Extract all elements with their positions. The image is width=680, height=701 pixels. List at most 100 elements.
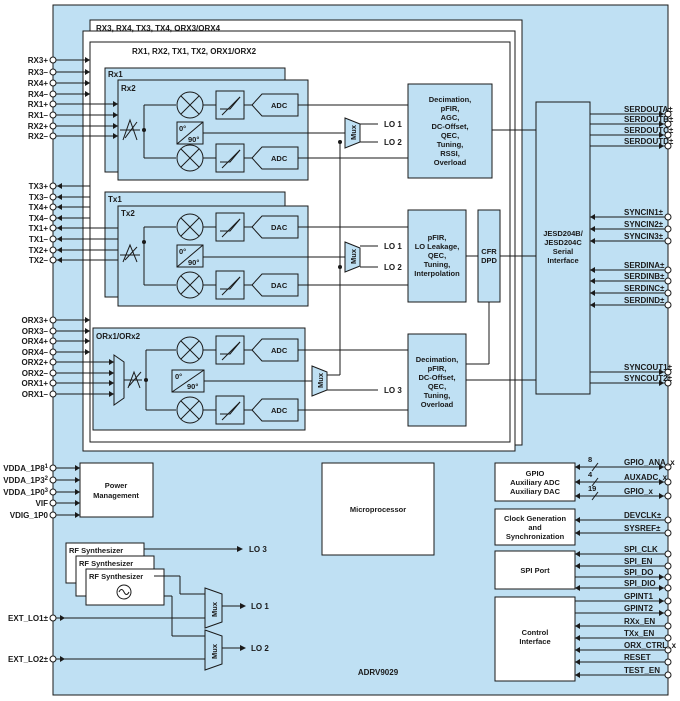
arrow-left-icon <box>575 563 580 569</box>
tx-attenuator <box>120 243 140 263</box>
pin-label: RXx_EN <box>624 617 655 626</box>
pin-label: TXx_EN <box>624 629 654 638</box>
group-title-inner: RX1, RX2, TX1, TX2, ORX1/ORX2 <box>132 47 257 56</box>
tx1-label: Tx1 <box>108 195 122 204</box>
arrow-right-icon <box>659 121 664 127</box>
power-management-label-1: Power <box>105 481 128 490</box>
pin-gpio-0: GPIO_ANA_x <box>575 458 675 471</box>
bus-slash-icon <box>591 477 599 487</box>
pin-label: SERDOUTC± <box>624 126 674 135</box>
arrow-left-icon <box>575 585 580 591</box>
arrow-left-icon <box>590 226 595 232</box>
pin-label: RX2– <box>28 132 49 141</box>
arrow-left-icon <box>57 194 62 200</box>
svg-text:0°: 0° <box>179 124 186 133</box>
svg-text:90°: 90° <box>188 135 199 144</box>
pin-pad-icon <box>49 348 57 356</box>
arrow-right-icon <box>75 477 80 483</box>
arrow-right-icon <box>113 133 118 139</box>
lo1-arrow-icon <box>240 603 246 609</box>
svg-text:DC-Offset,: DC-Offset, <box>418 373 455 382</box>
arrow-left-icon <box>590 278 595 284</box>
rx-filter-i <box>215 90 245 120</box>
pin-syncin-0: SYNCIN1± <box>590 208 672 221</box>
pin-pad-icon <box>664 609 672 617</box>
pin-rx-1: RX3– <box>28 68 90 77</box>
svg-text:Overload: Overload <box>434 158 467 167</box>
arrow-left-icon <box>575 659 580 665</box>
synth-lo1-label: LO 1 <box>251 602 269 611</box>
pin-syncin-1: SYNCIN2± <box>590 220 672 233</box>
tx-lo1-label: LO 1 <box>384 242 402 251</box>
pin-pad-icon <box>49 511 57 519</box>
pin-pad-icon <box>664 225 672 233</box>
pin-label: GPINT2 <box>624 604 653 613</box>
pin-pad-icon <box>664 492 672 500</box>
tx-dac-q-label: DAC <box>271 281 288 290</box>
pin-control-4: ORX_CTRL_x <box>575 641 677 654</box>
gpio-label-1: GPIO <box>526 469 545 478</box>
rx-phase-splitter: 0° 90° <box>176 121 204 145</box>
bus-slash-icon <box>591 462 599 472</box>
pin-rx-3: RX4– <box>28 90 90 99</box>
pin-pad-icon <box>664 516 672 524</box>
pin-label: ORX2– <box>22 369 49 378</box>
jesd-label: JESD204B/ JESD204C Serial Interface <box>543 229 584 265</box>
pin-spi-1: SPI_EN <box>575 557 672 570</box>
pin-control-6: TEST_EN <box>575 666 672 679</box>
arrow-right-icon <box>113 112 118 118</box>
arrow-right-icon <box>60 615 65 621</box>
pin-label: RX1+ <box>28 100 49 109</box>
arrow-right-icon <box>659 493 664 499</box>
pin-pad-icon <box>49 655 57 663</box>
pin-pad-icon <box>664 671 672 679</box>
tx-lo-mux <box>344 241 361 273</box>
arrow-left-icon <box>57 257 62 263</box>
pin-pad-icon <box>49 193 57 201</box>
arrow-left-icon <box>575 479 580 485</box>
svg-text:Tuning,: Tuning, <box>437 140 464 149</box>
arrow-right-icon <box>659 143 664 149</box>
pin-pad-icon <box>49 68 57 76</box>
control-label-1: Control <box>522 628 549 637</box>
pin-pad-icon <box>49 327 57 335</box>
pin-label: SERDOUTD± <box>624 137 674 146</box>
svg-text:QEC,: QEC, <box>441 131 459 140</box>
arrow-right-icon <box>659 610 664 616</box>
power-management-label-2: Management <box>93 491 139 500</box>
pin-pad-icon <box>664 646 672 654</box>
left-pins: RX3+RX3–RX4+RX4–RX1+RX1–RX2+RX2–TX3+TX3–… <box>3 56 118 664</box>
pin-ext-lo-0: EXT_LO1± <box>8 614 65 623</box>
pin-pad-icon <box>664 463 672 471</box>
pin-label: SPI_EN <box>624 557 653 566</box>
tx-dac-i-label: DAC <box>271 223 288 232</box>
rx1-label: Rx1 <box>108 70 123 79</box>
svg-text:QEC,: QEC, <box>428 382 446 391</box>
pin-orx-1: ORX3– <box>22 327 90 336</box>
pin-label: TX4+ <box>29 203 49 212</box>
arrow-right-icon <box>113 123 118 129</box>
pin-serdin-2: SERDINC± <box>590 284 672 297</box>
pin-label: VDDA_1P32 <box>3 476 48 485</box>
lo3-arrow-icon <box>237 546 243 552</box>
pin-orx-5: ORX2– <box>22 369 114 378</box>
pin-pad-icon <box>49 203 57 211</box>
pin-power-1: VDDA_1P32 <box>3 476 80 485</box>
pin-power-2: VDDA_1P03 <box>3 488 80 497</box>
pin-pad-icon <box>49 235 57 243</box>
pin-pad-icon <box>664 562 672 570</box>
pin-orx-6: ORX1+ <box>22 379 114 388</box>
arrow-right-icon <box>75 500 80 506</box>
pin-label: SYNCIN3± <box>624 232 664 241</box>
arrow-right-icon <box>85 338 90 344</box>
orx-adc-i-label: ADC <box>271 346 288 355</box>
synth-mux-1 <box>204 587 223 629</box>
arrow-right-icon <box>659 585 664 591</box>
pin-ext-lo-1: EXT_LO2± <box>8 655 65 664</box>
clock-block <box>494 508 576 546</box>
pin-tx-6: TX2+ <box>29 246 118 255</box>
pin-pad-icon <box>49 488 57 496</box>
svg-text:DC-Offset,: DC-Offset, <box>431 122 468 131</box>
pin-pad-icon <box>664 379 672 387</box>
